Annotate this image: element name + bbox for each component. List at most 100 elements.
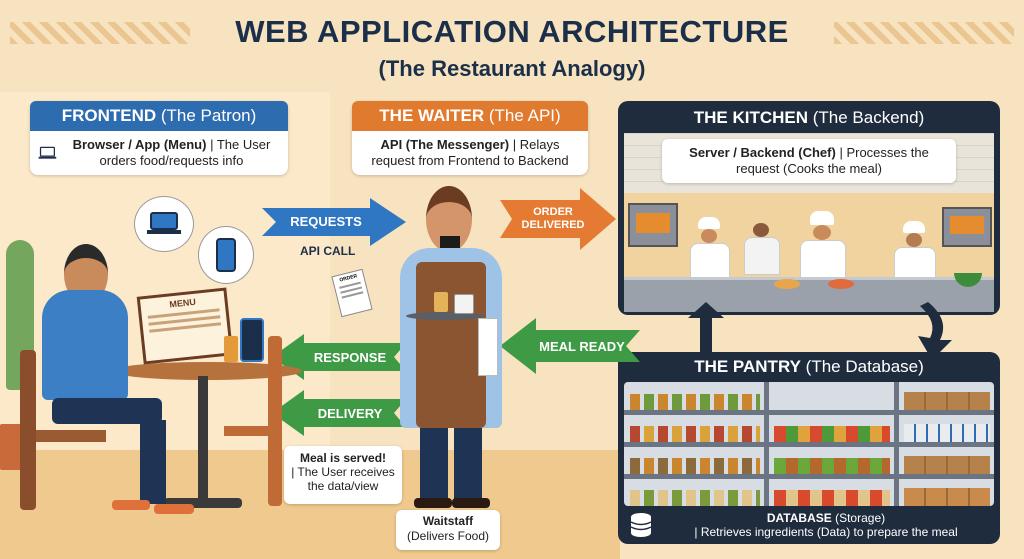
jars-row-2 [630,426,760,442]
chair-left-seat [36,430,106,442]
kitchen-description: Server / Backend (Chef) | Processes the … [662,139,956,183]
patron-legs [52,398,162,424]
kitchen-pantry-arrows [688,302,952,360]
jars-row-3 [630,458,760,474]
serving-tray [406,312,484,320]
table-base [164,498,242,508]
waiter-description: API (The Messenger) | Relays request fro… [352,131,588,169]
oven-left [628,203,678,247]
menu-card: MENU [136,287,234,365]
phone-bubble-icon [216,238,236,272]
down-arrow-kitchen-to-pantry [918,302,952,360]
jars-row-1 [630,394,760,410]
pantry-description: DATABASE (Storage) | Retrieves ingredien… [628,510,990,540]
chef-1 [690,217,730,279]
decorative-pattern-right [834,22,1014,44]
shelf-2 [624,442,994,447]
kitchen-description-box: Server / Backend (Chef) | Processes the … [662,139,956,183]
chef-4 [894,221,936,279]
smartphone [240,318,264,362]
jars-row-4 [630,490,760,506]
chair-right-seat [224,426,280,436]
pantry-panel: THE PANTRY (The Database) DATABASE (Stor… [618,352,1000,544]
meal-served-bold: Meal is served! [299,451,387,465]
frontend-header-main: FRONTEND [61,106,157,125]
frontend-header-sub: (The Patron) [160,106,257,125]
up-arrow-pantry-to-kitchen [688,302,724,358]
thought-bubble-laptop [134,196,194,252]
chef-2 [744,223,780,277]
chair-left-back [20,350,36,510]
kitchen-scene: Server / Backend (Chef) | Processes the … [624,133,994,312]
meal-served-note: Meal is served! | The User receives the … [284,446,402,504]
produce-crates-2 [774,458,890,474]
thought-bubble-phone [198,226,254,284]
order-ticket: ORDER [331,268,373,318]
meal-ready-label: MEAL READY [539,339,625,354]
waiter-leg-left [420,428,448,502]
waiter-desc-bold: API (The Messenger) [380,137,510,152]
pantry-desc-bold: DATABASE [766,511,832,525]
plate-food-1 [774,279,800,289]
chef-3 [800,211,846,278]
decorative-pattern-left [10,22,190,44]
response-arrow: RESPONSE [272,334,406,380]
database-icon [630,513,652,537]
boxes-row-3 [904,488,990,506]
pantry-shelves [624,382,994,506]
waiter-towel [478,318,498,376]
boxes-row-1 [904,392,990,410]
waitstaff-caption-sub: (Delivers Food) [406,529,490,543]
frontend-card: FRONTEND (The Patron) Browser / App (Men… [30,101,288,175]
patron-shin [140,420,166,504]
waiter-shoe-left [414,498,452,508]
waitstaff-caption: Waitstaff (Delivers Food) [396,510,500,550]
waiter-desc-rest: | Relays request from Frontend to Backen… [371,137,569,168]
meal-served-rest: | The User receives the data/view [291,465,395,493]
shelf-3 [624,474,994,479]
boxes-row-2 [904,456,990,474]
plant-pot [0,424,22,470]
waiter-header-sub: (The API) [488,106,561,125]
pantry-desc-rest-1: (Storage) [835,511,886,525]
waiter-card: THE WAITER (The API) API (The Messenger)… [352,101,588,175]
laptop-icon [38,146,57,159]
frontend-desc-rest: | The User orders food/requests info [99,137,271,168]
api-call-label: API CALL [300,244,356,258]
salad-bowl [954,273,982,287]
kitchen-header-main: THE KITCHEN [693,108,809,127]
table-leg [198,376,208,500]
produce-crates-1 [774,426,890,442]
order-delivered-arrow: ORDER DELIVERED [500,188,616,250]
patron-body [42,290,128,400]
waiter-shoe-right [452,498,490,508]
pantry-header-main: THE PANTRY [694,357,801,376]
waiter-apron [416,262,486,428]
kitchen-header: THE KITCHEN (The Backend) [618,101,1000,135]
pantry-header: THE PANTRY (The Database) [618,352,1000,382]
cafe-table [112,362,302,380]
waiter-header: THE WAITER (The API) [352,101,588,131]
delivery-label: DELIVERY [317,406,383,421]
waitstaff-caption-main: Waitstaff [422,514,474,528]
page-subtitle: (The Restaurant Analogy) [378,56,646,81]
kitchen-desc-rest: | Processes the request (Cooks the meal) [736,145,929,176]
tray-glass [434,292,448,312]
requests-arrow: REQUESTS [262,198,406,246]
pantry-header-sub: (The Database) [805,357,924,376]
frontend-desc-bold: Browser / App (Menu) [72,137,207,152]
order-delivered-label: ORDER DELIVERED [521,206,585,231]
requests-label: REQUESTS [290,214,362,229]
frontend-description: Browser / App (Menu) | The User orders f… [63,137,280,169]
response-label: RESPONSE [313,350,387,365]
meal-ready-arrow: MEAL READY [500,318,640,374]
frontend-header: FRONTEND (The Patron) [30,101,288,131]
meal-served-text: Meal is served! | The User receives the … [284,446,402,498]
oven-right [942,207,992,247]
pantry-desc-rest-2: | Retrieves ingredients (Data) to prepar… [694,525,958,539]
tray-cup [454,294,474,314]
produce-crates-3 [774,490,890,506]
patron-shoe-2 [154,504,194,514]
waiter-header-main: THE WAITER [379,106,485,125]
patron-shoe-1 [112,500,150,510]
